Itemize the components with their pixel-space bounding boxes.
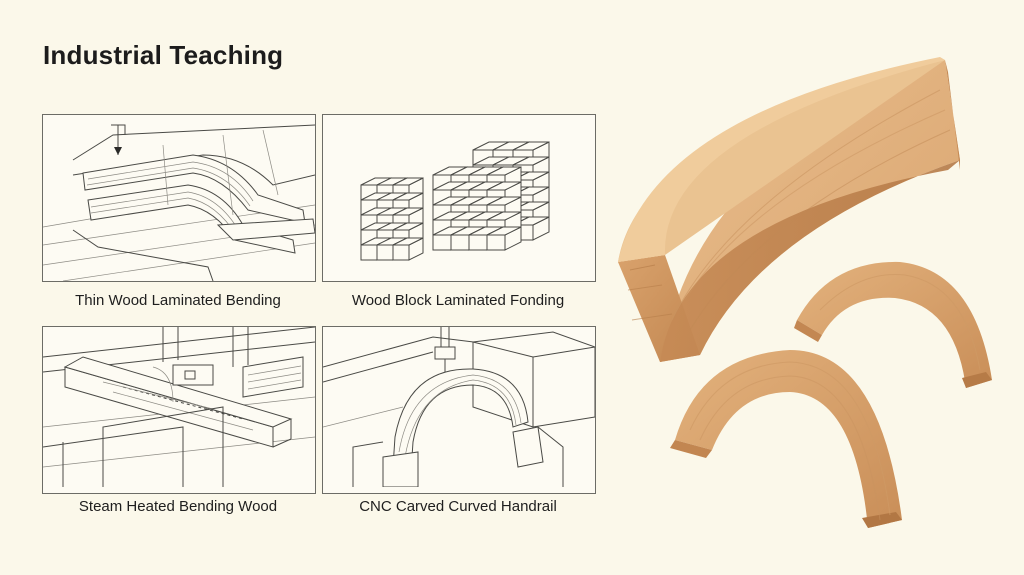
arch-front bbox=[670, 350, 902, 528]
diagram-cnc-carved-curved-handrail bbox=[322, 326, 596, 494]
diagram-thin-wood-laminated-bending bbox=[42, 114, 316, 282]
large-curved-beam bbox=[618, 57, 960, 362]
curved-wood-pieces-illustration bbox=[600, 40, 1020, 565]
small-arch-back bbox=[794, 261, 992, 388]
caption-steam-heated-bending-wood: Steam Heated Bending Wood bbox=[78, 498, 278, 515]
page-title: Industrial Teaching bbox=[43, 40, 284, 70]
caption-thin-wood-laminated-bending: Thin Wood Laminated Bending bbox=[75, 292, 281, 309]
diagram-steam-heated-bending-wood bbox=[42, 326, 316, 494]
caption-cnc-carved-curved-handrail: CNC Carved Curved Handrail bbox=[359, 498, 557, 515]
caption-wood-block-laminated-fonding: Wood Block Laminated Fonding bbox=[351, 292, 565, 309]
diagram-wood-block-laminated-fonding bbox=[322, 114, 596, 282]
